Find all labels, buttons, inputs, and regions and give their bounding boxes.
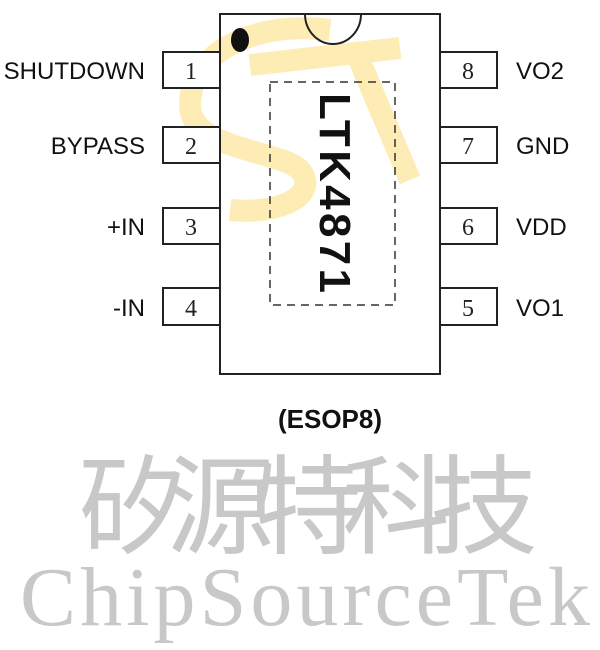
pin-name: SHUTDOWN [4,58,145,85]
exposed-pad-outline [269,81,396,306]
pin-name: -IN [113,295,145,322]
pin-name: GND [516,133,569,160]
st-logo-watermark [178,17,421,222]
pin-name: VO1 [516,295,564,322]
pin-3: 3 +IN [107,207,221,245]
pin-name: +IN [107,214,145,241]
pin-number: 3 [185,215,197,241]
pin-5: 5 VO1 [439,287,564,326]
pin1-dot [231,28,249,52]
pin-number: 5 [462,296,474,322]
pin-7: 7 GND [439,126,569,164]
pin-number: 6 [462,215,474,241]
pin-1: 1 SHUTDOWN [4,51,221,89]
pin-name: VDD [516,214,567,241]
pin-number: 8 [462,59,474,85]
pin-number: 4 [185,296,197,322]
orientation-notch [304,13,362,45]
pin-8: 8 VO2 [439,51,564,89]
pin-number: 7 [462,134,474,160]
pin-name: BYPASS [51,133,145,160]
pin-4: 4 -IN [113,287,221,326]
package-label: (ESOP8) [278,404,382,434]
chip-body [219,13,441,375]
pin-2: 2 BYPASS [51,126,221,164]
pin-number: 2 [185,134,197,160]
chip-part-number: LTK4871 [310,93,359,293]
pin-number: 1 [185,59,197,85]
pin-name: VO2 [516,58,564,85]
pin-6: 6 VDD [439,207,567,245]
